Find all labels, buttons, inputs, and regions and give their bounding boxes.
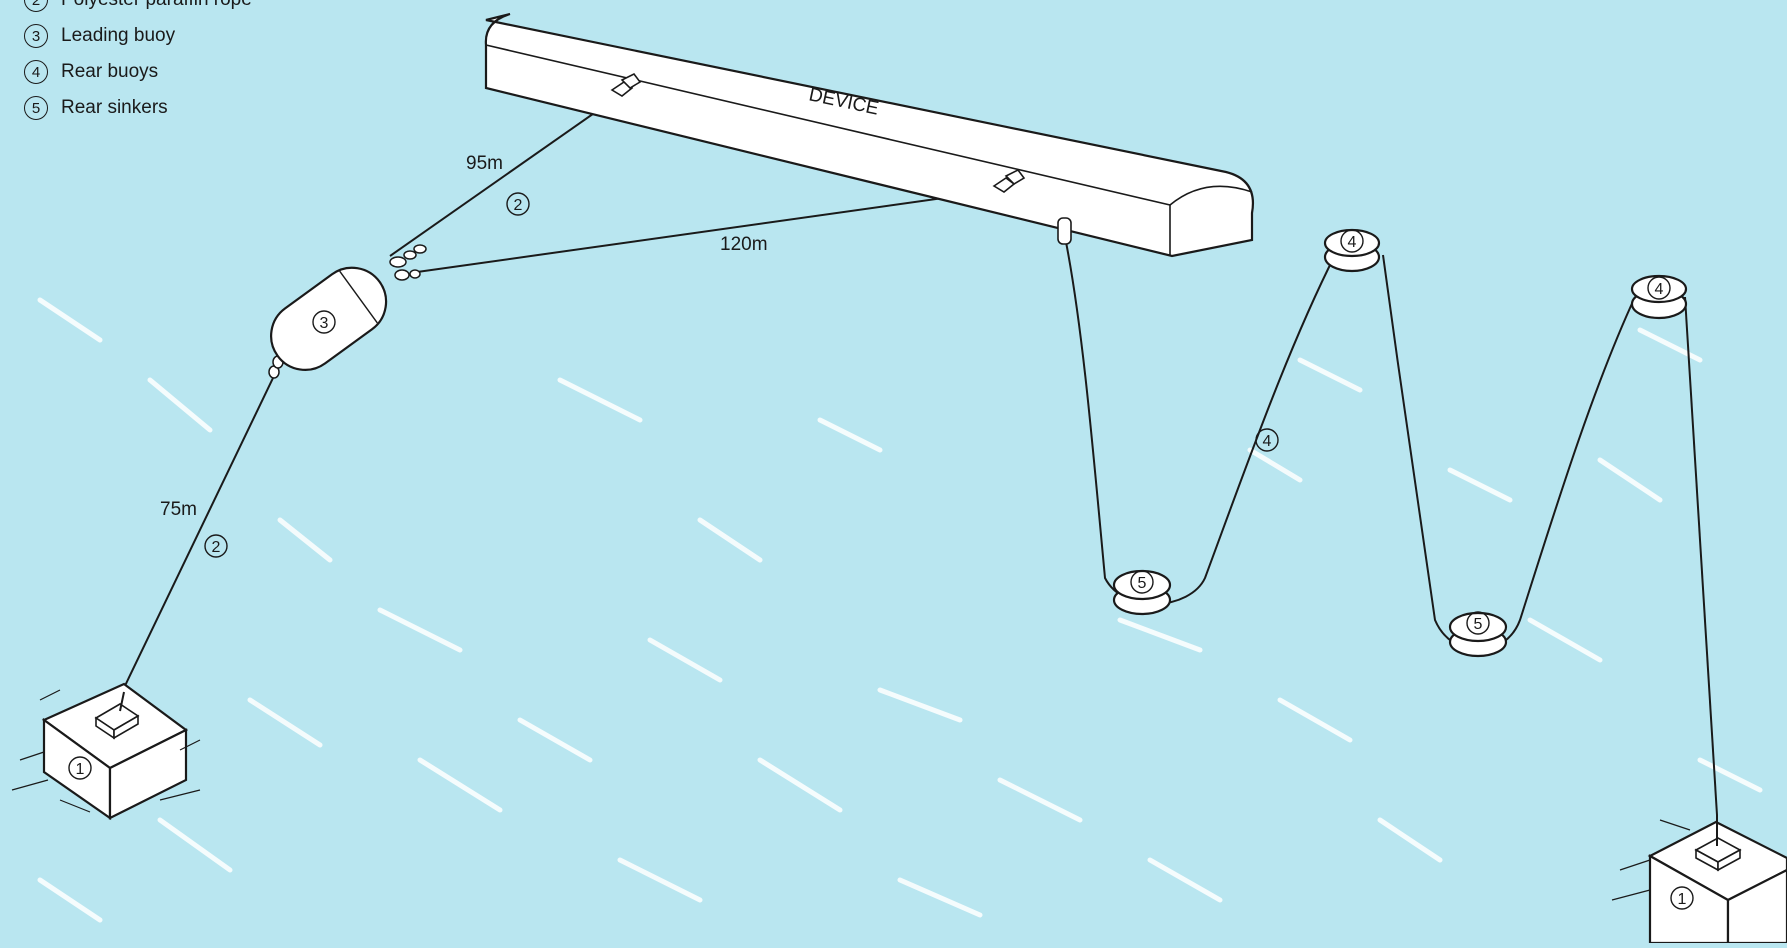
rear-line-2 [1382, 254, 1636, 651]
rope-upper [389, 101, 611, 257]
callout-rear-line: 4 [1255, 428, 1279, 452]
svg-text:2: 2 [514, 197, 523, 214]
callout-rear-sinker-2: 5 [1466, 611, 1490, 635]
callout-anchor-left: 1 [68, 756, 92, 780]
svg-text:1: 1 [76, 761, 85, 778]
callouts: 1 1 2 2 3 4 4 4 [68, 192, 1694, 910]
legend-label: Polyester paraffin rope [61, 0, 252, 11]
svg-text:4: 4 [1655, 281, 1664, 298]
rear-line-1 [1065, 241, 1336, 605]
callout-rear-buoy-1: 4 [1340, 229, 1364, 253]
measure-upper-rope: 95m [466, 153, 503, 174]
legend-number: 5 [24, 96, 48, 120]
legend: 2 Polyester paraffin rope 3 Leading buoy… [24, 0, 252, 126]
leading-buoy [270, 266, 388, 371]
callout-rope-upper: 2 [506, 192, 530, 216]
callout-anchor-right: 1 [1670, 886, 1694, 910]
measure-side-rope: 120m [720, 234, 768, 255]
legend-label: Rear sinkers [61, 97, 168, 118]
callout-rear-buoy-2: 4 [1647, 276, 1671, 300]
measure-lower-rope: 75m [160, 499, 197, 520]
device-clips [610, 72, 1026, 193]
rear-sinker-1 [1112, 569, 1172, 616]
anchor-block-right [1611, 815, 1787, 945]
callout-rear-sinker-1: 5 [1130, 570, 1154, 594]
legend-item-rope: 2 Polyester paraffin rope [24, 0, 252, 18]
rear-buoy-2 [1630, 274, 1688, 320]
svg-text:2: 2 [212, 539, 221, 556]
rear-connector [1057, 217, 1072, 245]
svg-text:4: 4 [1263, 433, 1272, 450]
legend-number: 2 [24, 0, 48, 12]
legend-number: 4 [24, 60, 48, 84]
svg-text:5: 5 [1474, 616, 1483, 633]
callout-rope-lower: 2 [204, 534, 228, 558]
svg-text:4: 4 [1348, 234, 1357, 251]
svg-text:5: 5 [1138, 575, 1147, 592]
legend-label: Rear buoys [61, 61, 159, 82]
legend-number: 3 [24, 24, 48, 48]
legend-item-rear-sinkers: 5 Rear sinkers [24, 90, 252, 126]
rope-to-right-anchor [1684, 296, 1718, 816]
legend-item-leading-buoy: 3 Leading buoy [24, 18, 252, 54]
svg-text:1: 1 [1678, 891, 1687, 908]
legend-label: Leading buoy [61, 25, 176, 46]
rope-side [409, 189, 1001, 274]
wave-highlights [37, 297, 1763, 923]
rear-sinker-2 [1448, 611, 1508, 658]
svg-text:3: 3 [320, 315, 329, 332]
callout-leading-buoy: 3 [312, 310, 336, 334]
rear-buoy-1 [1323, 228, 1381, 273]
rope-lower [121, 377, 274, 693]
legend-item-rear-buoys: 4 Rear buoys [24, 54, 252, 90]
anchor-block-left [11, 682, 201, 821]
device: DEVICE [484, 12, 1255, 258]
ropes [121, 101, 1718, 816]
